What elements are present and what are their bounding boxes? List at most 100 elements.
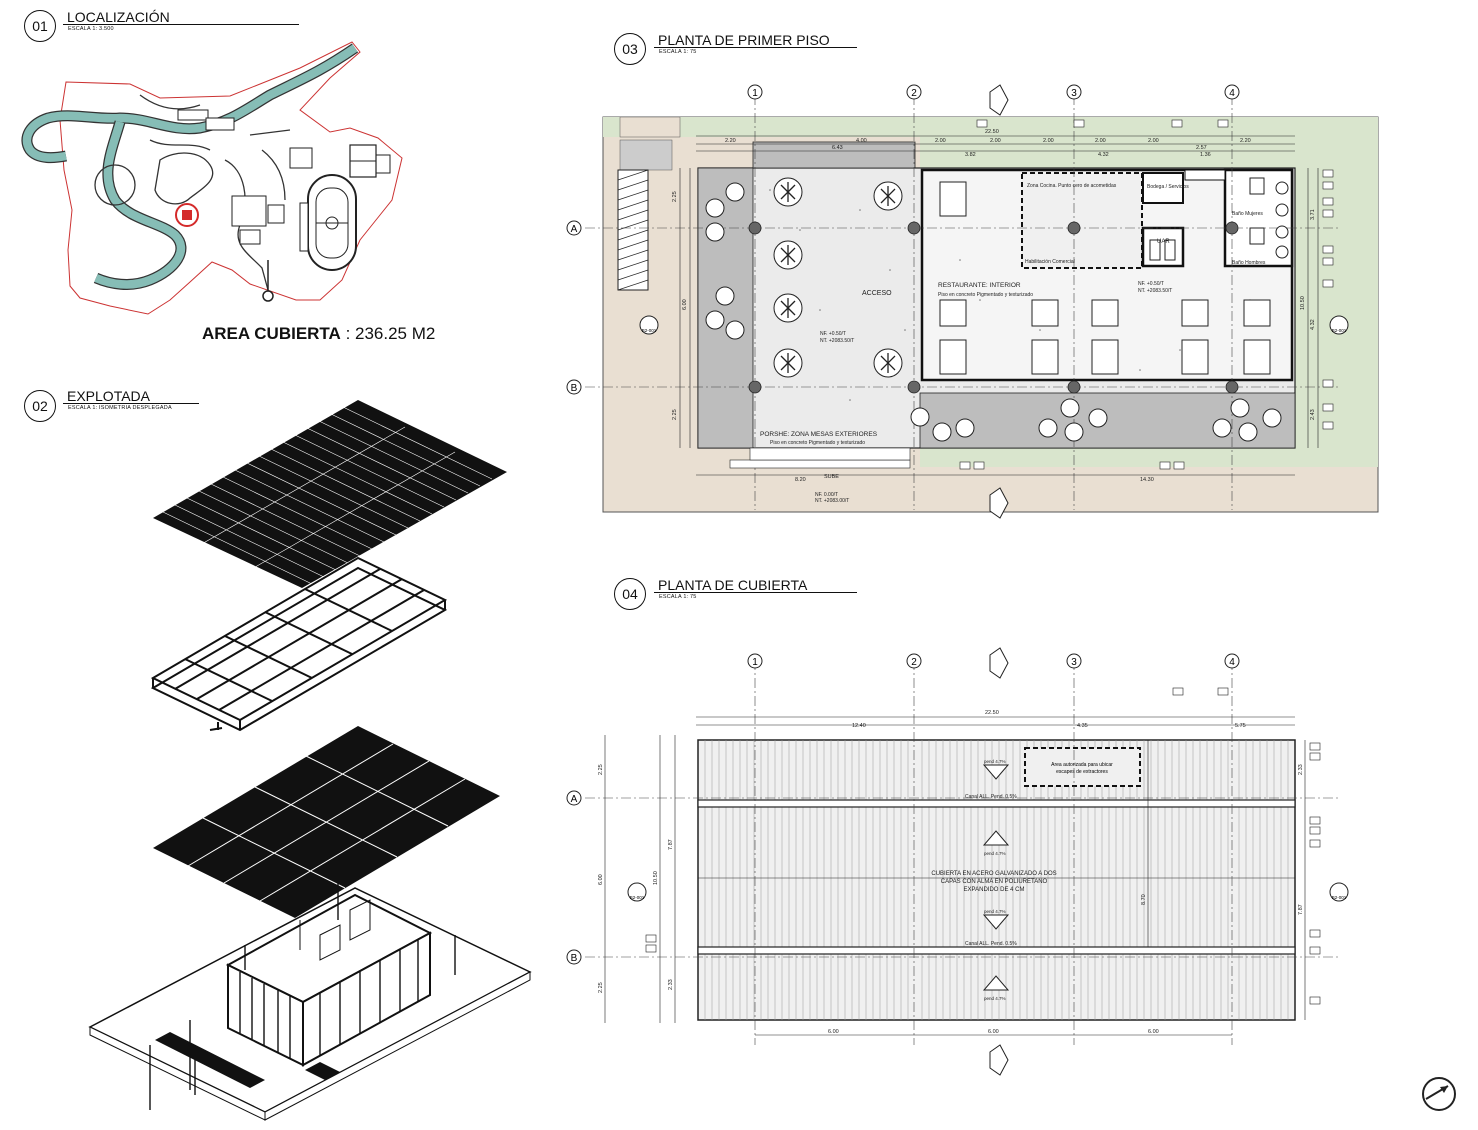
dim-top: 3.82 — [965, 152, 976, 158]
section-ref: B2-001 — [630, 895, 645, 900]
section-ref: B2-001 — [1332, 895, 1347, 900]
dim-top: 2.57 — [1196, 145, 1207, 151]
roof-dim-right: 8.70 — [1141, 894, 1147, 905]
dim-top: 4.00 — [856, 138, 867, 144]
label-sube: SUBE — [824, 474, 839, 480]
location-map — [21, 41, 403, 315]
roof-slope: pend 4.7% — [984, 996, 1006, 1001]
roof-dim-top: 5.75 — [1235, 723, 1246, 729]
room-restaurant: RESTAURANTE: INTERIOR — [938, 282, 1021, 289]
view-title-planta-cubierta: PLANTA DE CUBIERTA — [658, 577, 808, 593]
grid-col-1: 1 — [752, 657, 758, 668]
room-bath-h: Baño Hombres — [1232, 260, 1266, 266]
title-underline — [654, 47, 857, 48]
grid-col-2: 2 — [911, 657, 917, 668]
view-title-explotada: EXPLOTADA — [67, 388, 150, 404]
roof-gutter: Canal ALL. Pend. 0.5% — [965, 794, 1017, 800]
view-number-02: 02 — [24, 390, 56, 422]
roof-dim-top: 4.35 — [1077, 723, 1088, 729]
north-arrow-icon — [1422, 1077, 1456, 1111]
dim-top: 2.00 — [1095, 138, 1106, 144]
roof-slope: pend 4.7% — [984, 851, 1006, 856]
grid-col-3: 3 — [1071, 657, 1077, 668]
dim-right: 4.32 — [1310, 319, 1316, 330]
grid-col-4: 4 — [1229, 657, 1235, 668]
exploded-isometric — [88, 400, 532, 1121]
room-kitchen: Zona Cocina. Punto cero de acometidas — [1027, 183, 1117, 189]
roof-slope: pend 4.7% — [984, 909, 1006, 914]
dim-top: 2.00 — [1043, 138, 1054, 144]
room-storage: Bodega / Servicios — [1147, 184, 1189, 190]
level-b: NT. +2083.50/T — [820, 338, 854, 344]
roof-plan: Area autorizada para ubicar escapes de e… — [566, 647, 1349, 1076]
roof-note: EXPANDIDO DE 4 CM — [964, 887, 1025, 893]
dim-top: 2.20 — [1240, 138, 1251, 144]
roof-gutter: Canal ALL. Pend. 0.5% — [965, 941, 1017, 947]
roof-extract-note: Area autorizada para ubicar — [1051, 762, 1113, 768]
roof-extract-note: escapes de extractores — [1056, 769, 1108, 775]
dim-top: 2.00 — [1148, 138, 1159, 144]
view-number-01: 01 — [24, 10, 56, 42]
view-scale-02: ESCALA 1: ISOMETRIA DESPLEGADA — [68, 405, 172, 411]
title-underline — [63, 403, 199, 404]
room-uar: UAR — [1157, 239, 1170, 245]
roof-dim-left: 2.25 — [598, 764, 604, 775]
roof-note: CUBIERTA EN ACERO GALVANIZADO A DOS — [931, 871, 1056, 877]
grid-row-a: A — [571, 224, 578, 235]
section-ref: B2-001 — [1332, 328, 1347, 333]
title-underline — [654, 592, 857, 593]
roof-dim-bottom: 6.00 — [988, 1029, 999, 1035]
grid-col-1: 1 — [752, 88, 758, 99]
dim-top-total: 22.50 — [985, 129, 999, 135]
dim-right: 3.71 — [1310, 209, 1316, 220]
level-b: NT. +2083.00/T — [815, 498, 849, 504]
dim-left: 2.25 — [672, 191, 678, 202]
roof-dim-bottom: 6.00 — [1148, 1029, 1159, 1035]
dim-top: 1.36 — [1200, 152, 1211, 158]
view-number-04: 04 — [614, 578, 646, 610]
room-porch: PORSHE: ZONA MESAS EXTERIORES — [760, 431, 878, 438]
grid-row-b: B — [571, 953, 578, 964]
grid-row-b: B — [571, 383, 578, 394]
dim-right: 2.43 — [1310, 409, 1316, 420]
roof-slope: pend 4.7% — [984, 759, 1006, 764]
dim-bottom: 14.30 — [1140, 477, 1154, 483]
roof-dim-total: 22.50 — [985, 710, 999, 716]
roof-note: CAPAS CON ALMA EN POLIURETANO — [941, 879, 1048, 885]
level-a: NF. +0.50/T — [1138, 281, 1164, 287]
view-scale-04: ESCALA 1: 75 — [659, 594, 697, 600]
room-bath-m: Baño Mujeres — [1232, 211, 1263, 217]
view-title-planta-primer-piso: PLANTA DE PRIMER PISO — [658, 32, 830, 48]
area-cubierta-label: AREA CUBIERTA : 236.25 M2 — [202, 324, 435, 344]
roof-dim-bottom: 6.00 — [828, 1029, 839, 1035]
roof-dim-left: 6.00 — [598, 874, 604, 885]
view-title-localizacion: LOCALIZACIÓN — [67, 9, 170, 25]
view-scale-01: ESCALA 1: 3.500 — [68, 26, 114, 32]
roof-dim-left: 2.33 — [668, 979, 674, 990]
label-access: ACCESO — [862, 290, 892, 297]
grid-row-a: A — [571, 794, 578, 805]
roof-dim-right: 7.87 — [1298, 904, 1304, 915]
grid-col-3: 3 — [1071, 88, 1077, 99]
area-label: AREA CUBIERTA — [202, 324, 341, 343]
roof-dim-left: 2.25 — [598, 982, 604, 993]
title-underline — [63, 24, 299, 25]
room-porch-floor: Piso en concreto Pigmentado y texturizad… — [770, 440, 865, 446]
roof-dim-top: 12.40 — [852, 723, 866, 729]
dim-top: 2.20 — [725, 138, 736, 144]
dim-left: 2.25 — [672, 409, 678, 420]
level-b: NT. +2083.50/T — [1138, 288, 1172, 294]
dim-top: 2.00 — [990, 138, 1001, 144]
view-scale-03: ESCALA 1: 75 — [659, 49, 697, 55]
dim-top: 2.00 — [935, 138, 946, 144]
view-number-03: 03 — [614, 33, 646, 65]
grid-col-4: 4 — [1229, 88, 1235, 99]
dim-right: 10.50 — [1300, 296, 1306, 310]
room-commercial: Habilitación Comercial — [1025, 259, 1075, 265]
level-a: NF. 0.00/T — [815, 492, 838, 498]
dim-bottom: 8.20 — [795, 477, 806, 483]
roof-dim-right: 2.33 — [1298, 764, 1304, 775]
section-ref: B2-001 — [642, 328, 657, 333]
area-value: : 236.25 M2 — [340, 324, 436, 343]
